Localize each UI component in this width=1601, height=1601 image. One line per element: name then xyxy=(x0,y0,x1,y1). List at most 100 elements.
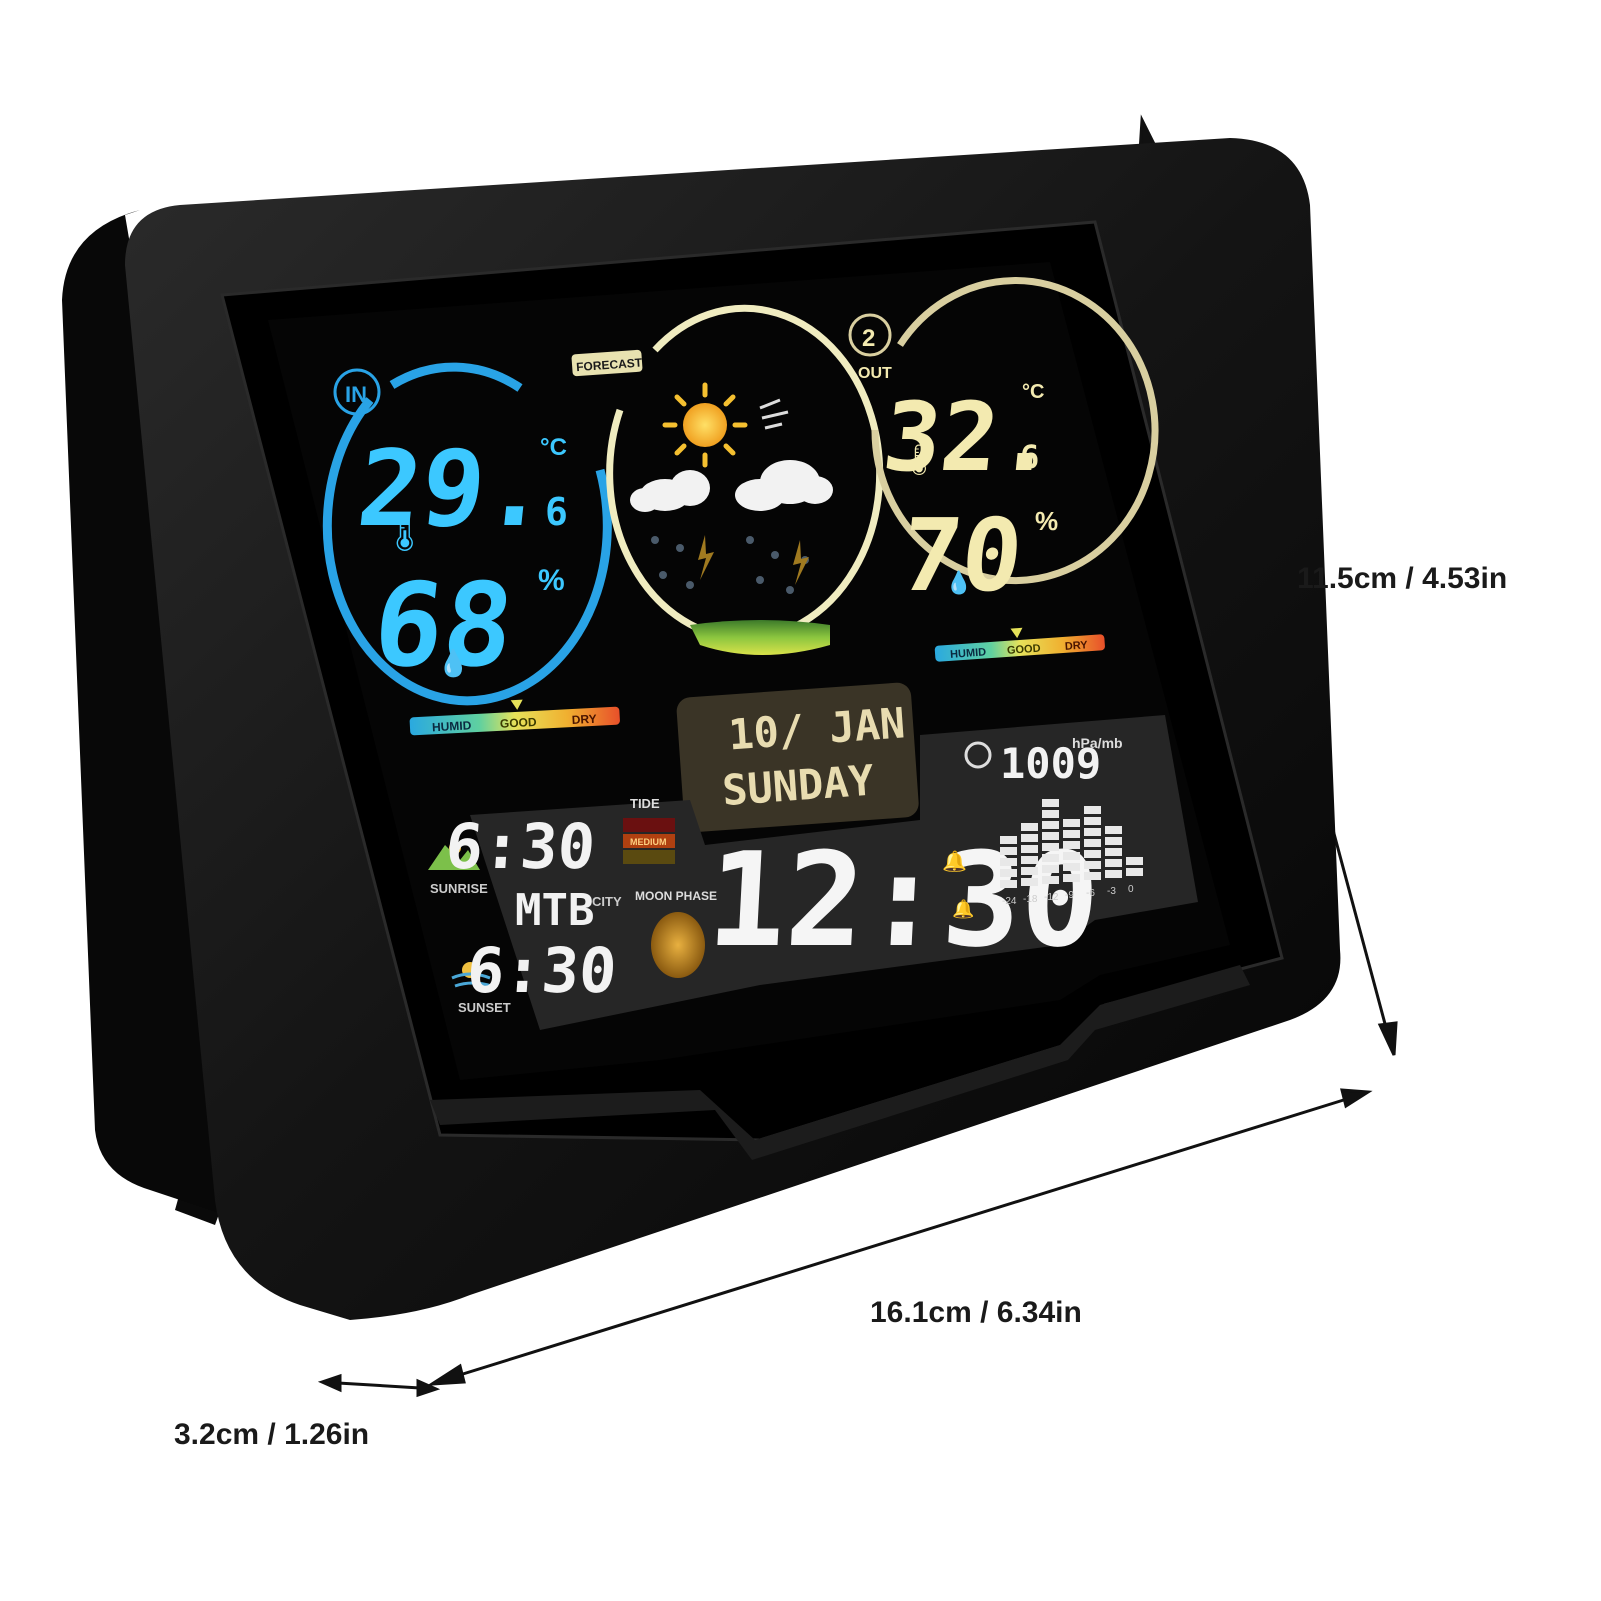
pressure-bar-segment xyxy=(1063,841,1080,849)
pressure-bar-segment xyxy=(1042,810,1059,818)
depth-dimension-label: 3.2cm / 1.26in xyxy=(174,1418,370,1451)
pressure-tick-label: -24 xyxy=(1002,896,1017,907)
outdoor-panel: 2 OUT 32. 6 °C 70 % 🌡 💧 xyxy=(848,277,1159,614)
landscape-grass xyxy=(690,620,830,655)
outdoor-label: OUT xyxy=(858,365,892,382)
date-panel: 10/ JAN SUNDAY xyxy=(676,682,919,832)
alarm-2-icon: 🔔 xyxy=(952,899,974,919)
pressure-bar-segment xyxy=(1000,836,1017,844)
indoor-comfort-bar: HUMID GOOD DRY xyxy=(409,699,620,736)
height-dimension-label: 11.5cm / 4.53in xyxy=(1297,562,1508,595)
pressure-bar-segment xyxy=(1105,826,1122,834)
alarm-1-icon: 🔔 xyxy=(942,850,967,873)
pressure-bar-segment xyxy=(1063,819,1080,827)
pressure-bar-segment xyxy=(1042,854,1059,862)
outdoor-temp-value: 32. xyxy=(878,383,1061,493)
barometer-icon xyxy=(964,741,992,769)
outdoor-humid-label: HUMID xyxy=(950,646,987,660)
thermometer-icon: 🌡 xyxy=(382,512,428,553)
pressure-bar-segment xyxy=(1000,858,1017,866)
pressure-bar-segment xyxy=(1021,834,1038,842)
sunset-label: SUNSET xyxy=(458,1000,511,1015)
sunrise-sunset-panel: SUNRISE SUNSET 6:30 MTB CITY 6:30 xyxy=(428,810,622,1015)
pressure-bar-segment xyxy=(1021,823,1038,831)
pressure-tick-label: 0 xyxy=(1128,884,1134,895)
bezel-notch xyxy=(430,965,1250,1160)
pressure-value: 1009 xyxy=(1000,739,1101,788)
pressure-bar-segment xyxy=(1105,837,1122,845)
pressure-bar-segment xyxy=(1000,880,1017,888)
pressure-bar-segment xyxy=(1105,848,1122,856)
pressure-bar-segment xyxy=(1021,878,1038,886)
humidity-drop-icon: 💧 xyxy=(437,648,469,678)
outdoor-temp-unit: °C xyxy=(1022,381,1044,403)
pressure-bar-segment xyxy=(1084,828,1101,836)
cloud-icon-right xyxy=(735,460,833,511)
outdoor-humidity-unit: % xyxy=(1035,506,1058,536)
pressure-bar-segment xyxy=(1042,832,1059,840)
cloud-icon-left xyxy=(630,470,710,512)
pressure-bar-segment xyxy=(1042,876,1059,884)
indoor-good-label: GOOD xyxy=(500,715,538,731)
indoor-dry-label: DRY xyxy=(571,712,597,727)
pressure-bar-segment xyxy=(1063,830,1080,838)
pressure-tick-label: -3 xyxy=(1107,886,1116,897)
pressure-bar-segment xyxy=(1084,817,1101,825)
pressure-bar-segment xyxy=(1063,863,1080,871)
depth-dimension-arrow xyxy=(317,1373,441,1398)
moon-phase-panel: MOON PHASE xyxy=(635,889,717,978)
pressure-bar-segment xyxy=(1126,857,1143,865)
pressure-bar-segment xyxy=(1084,872,1101,880)
pressure-bar-segment xyxy=(1084,861,1101,869)
indoor-temp-value: 29. xyxy=(352,427,555,550)
outdoor-comfort-bar: HUMID GOOD DRY xyxy=(934,627,1105,662)
outdoor-dry-label: DRY xyxy=(1064,639,1088,653)
outdoor-humidity-value: 70 xyxy=(895,497,1028,614)
outdoor-temp-decimal: 6 xyxy=(1020,438,1039,476)
pressure-bar-segment xyxy=(1042,821,1059,829)
pressure-tick-label: -18 xyxy=(1023,894,1038,905)
indoor-ring xyxy=(322,397,612,706)
indoor-humidity-unit: % xyxy=(538,564,565,597)
forecast-panel: FORECAST xyxy=(571,304,884,655)
indoor-humidity-value: 68 xyxy=(367,559,520,693)
outdoor-humidity-drop-icon: 💧 xyxy=(945,570,972,595)
moon-icon xyxy=(651,912,705,978)
outdoor-good-label: GOOD xyxy=(1007,643,1041,657)
sunset-icon xyxy=(451,962,493,988)
pressure-bar-segment xyxy=(1042,865,1059,873)
sun-icon xyxy=(662,382,748,468)
indoor-label: IN xyxy=(345,382,367,407)
wind-icon xyxy=(759,398,789,430)
pressure-bar-segment xyxy=(1063,874,1080,882)
pressure-bar-segment xyxy=(1021,867,1038,875)
pressure-bar-segment xyxy=(1042,799,1059,807)
indoor-panel: IN 29. 6 °C 68 % 🌡 💧 xyxy=(322,362,612,706)
tide-panel: TIDE MEDIUM xyxy=(623,796,675,864)
tide-level: MEDIUM xyxy=(630,837,667,847)
indoor-temp-unit: °C xyxy=(540,434,567,461)
pressure-tick-label: -6 xyxy=(1086,888,1095,899)
pressure-bar-segment xyxy=(1084,839,1101,847)
lightning-icon xyxy=(698,535,809,585)
sunrise-label: SUNRISE xyxy=(430,881,488,896)
sunrise-icon xyxy=(428,845,480,870)
forecast-ring xyxy=(606,304,884,642)
pressure-bar-segment xyxy=(1000,847,1017,855)
pressure-bar-segment xyxy=(1126,868,1143,876)
outdoor-channel: 2 xyxy=(862,325,875,352)
indoor-humid-label: HUMID xyxy=(432,718,472,734)
width-dimension-label: 16.1cm / 6.34in xyxy=(870,1296,1082,1329)
city-label: CITY xyxy=(592,894,622,909)
pressure-bar-segment xyxy=(1084,850,1101,858)
sunrise-time: 6:30 xyxy=(443,810,597,883)
pressure-bar-segment xyxy=(1063,852,1080,860)
outdoor-ring xyxy=(871,277,1159,585)
city-code: MTB xyxy=(515,885,594,936)
pressure-unit: hPa/mb xyxy=(1072,735,1123,751)
pressure-bar-segment xyxy=(1021,845,1038,853)
pressure-bar-segment xyxy=(1105,859,1122,867)
pressure-bar-segment xyxy=(1042,843,1059,851)
